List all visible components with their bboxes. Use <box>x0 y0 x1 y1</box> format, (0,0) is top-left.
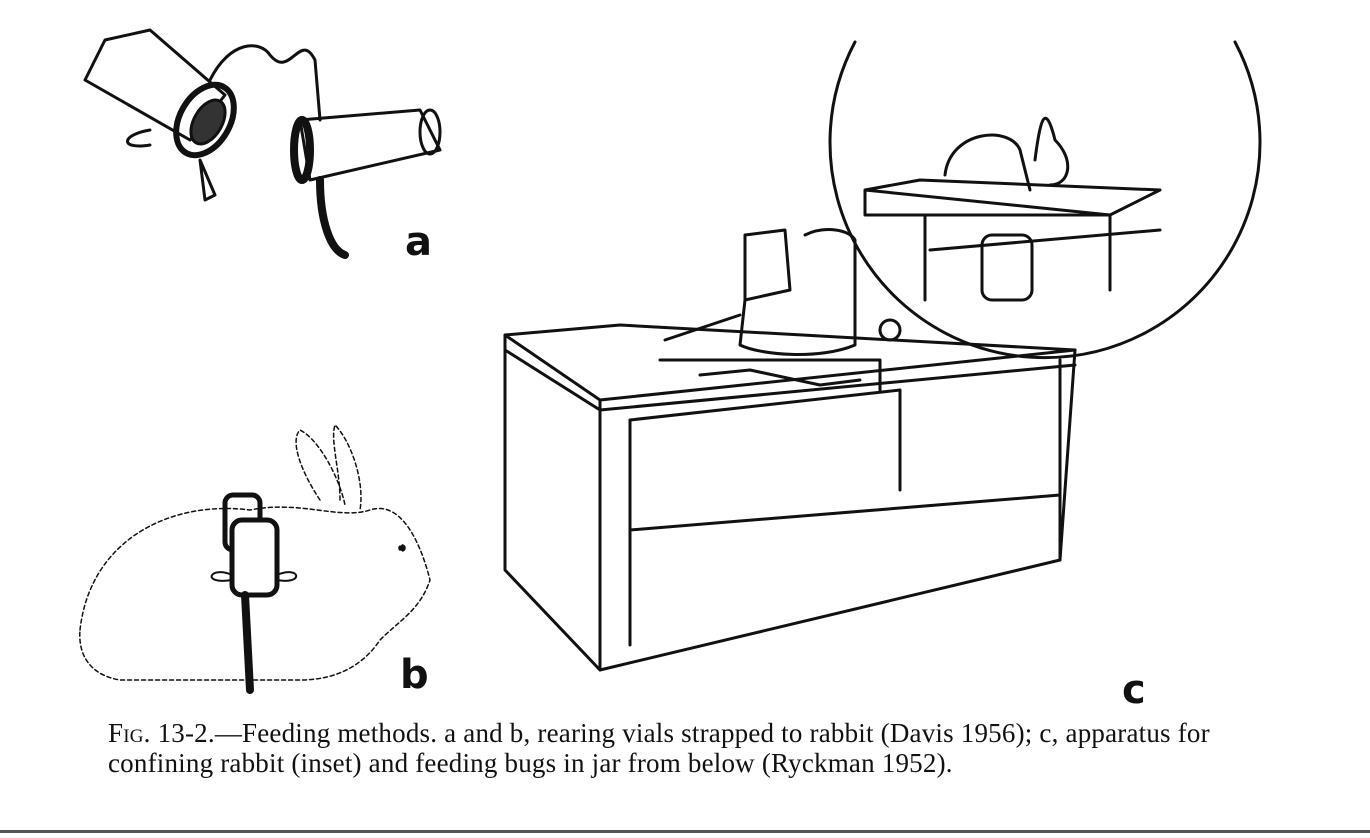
figure-number: Fig. 13-2. <box>108 718 215 748</box>
inset-circle <box>828 40 1262 360</box>
rearing-vials-drawing <box>83 28 442 259</box>
page-bottom-rule <box>0 830 1370 833</box>
rabbit-with-vials-drawing <box>79 424 431 681</box>
harness-drawing <box>658 228 902 392</box>
confinement-box-drawing <box>503 323 1077 672</box>
panel-label-b: b <box>400 652 429 698</box>
panel-label-a: a <box>405 219 432 265</box>
vials-on-rabbit <box>210 492 298 694</box>
figure-caption: Fig. 13-2.—Feeding methods. a and b, rea… <box>108 718 1288 778</box>
caption-text: —Feeding methods. a and b, rearing vials… <box>108 718 1210 778</box>
panel-label-c: c <box>1122 667 1146 713</box>
